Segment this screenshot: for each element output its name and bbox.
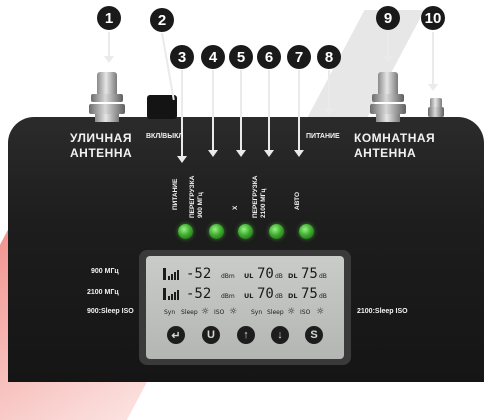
status-left-sleep: Sleep [181,309,198,316]
rssi-900-value: -52 [186,266,212,282]
dl-2100-unit: dB [319,293,327,300]
callout-5: 5 [229,45,253,69]
ul-2100-value: 70 [257,286,274,302]
led-label-x: X [232,205,239,210]
led-label-auto: АВТО [294,191,301,210]
callout-4: 4 [201,45,225,69]
power-connector [428,98,444,120]
status-right-sleep: Sleep [267,309,284,316]
rssi-2100-unit: dBm [221,293,235,300]
dl-2100-tag: DL [288,292,298,300]
signal-bars-icon [163,268,181,280]
status-left-syn: Syn [164,309,176,316]
sun-icon: ☼ [229,307,238,317]
callout-2: 2 [150,8,174,32]
arrow-up-icon[interactable]: ↑ [237,326,255,344]
sun-icon: ☼ [316,307,325,317]
dl-900-unit: dB [319,273,327,280]
callout-7: 7 [287,45,311,69]
ul-2100-unit: dB [275,293,283,300]
u-icon[interactable]: U [202,326,220,344]
s-icon[interactable]: S [305,326,323,344]
led-overload-2100 [269,224,284,239]
rssi-2100-value: -52 [186,286,212,302]
callout-8: 8 [317,45,341,69]
led-x [238,224,253,239]
status-right-iso: ISO [300,309,311,316]
power-label: ПИТАНИЕ [306,133,340,140]
ul-900-unit: dB [275,273,283,280]
power-switch-label: ВКЛ/ВЫКЛ [146,133,184,140]
outdoor-antenna-label: УЛИЧНАЯ АНТЕННА [70,131,133,160]
status-right-syn: Syn [251,309,263,316]
led-label-power: ПИТАНИЕ [172,178,179,210]
led-auto [299,224,314,239]
callout-9: 9 [376,6,400,30]
ul-900-value: 70 [257,266,274,282]
ul-2100-tag: UL [244,292,254,300]
led-overload-900 [209,224,224,239]
outdoor-antenna-connector [89,72,125,122]
indoor-antenna-label: КОМНАТНАЯ АНТЕННА [354,131,436,160]
callout-3: 3 [170,45,194,69]
callout-10: 10 [421,6,445,30]
dl-900-tag: DL [288,272,298,280]
enter-icon[interactable]: ↵ [167,326,185,344]
sun-icon: ☼ [201,307,210,317]
arrow-down-icon[interactable]: ↓ [271,326,289,344]
callout-6: 6 [257,45,281,69]
indoor-antenna-connector [370,72,406,122]
rssi-900-unit: dBm [221,273,235,280]
ul-900-tag: UL [244,272,254,280]
band-2100-label: 2100 МГц [87,289,119,296]
signal-bars-icon [163,288,181,300]
sleep-2100-label: 2100:Sleep ISO [357,308,408,315]
callout-1: 1 [97,6,121,30]
led-power [178,224,193,239]
led-label-overload-900: ПЕРЕГРУЗКА 900 МГц [189,175,204,218]
dl-900-value: 75 [301,266,318,282]
sleep-900-label: 900:Sleep ISO [87,308,134,315]
band-900-label: 900 МГц [91,268,119,275]
sun-icon: ☼ [287,307,296,317]
dl-2100-value: 75 [301,286,318,302]
status-left-iso: ISO [214,309,225,316]
led-label-overload-2100: ПЕРЕГРУЗКА 2100 МГц [252,175,267,218]
